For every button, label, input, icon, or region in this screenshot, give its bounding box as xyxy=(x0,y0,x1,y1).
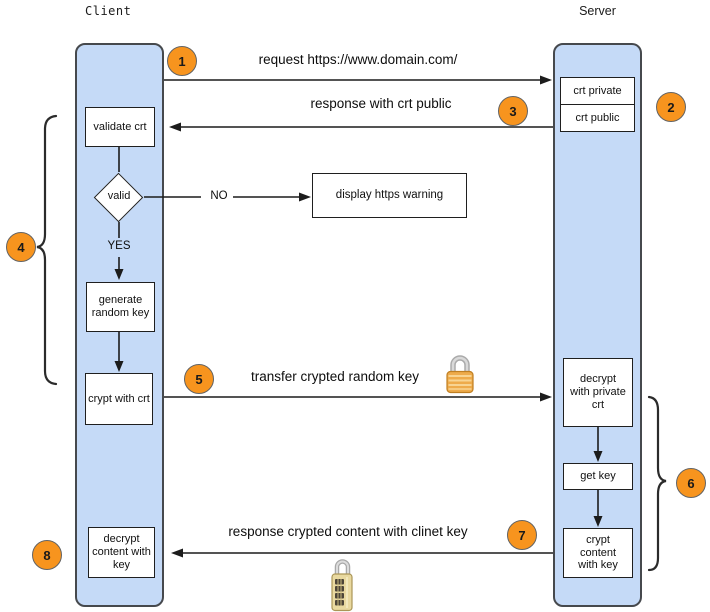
node-generate-random-key: generate random key xyxy=(86,282,155,332)
message-request: request https://www.domain.com/ xyxy=(258,52,458,67)
step-5-badge: 5 xyxy=(184,364,214,394)
node-crypt-content-with-key: crypt content with key xyxy=(563,528,633,578)
node-crypt-with-crt: crypt with crt xyxy=(85,373,153,425)
label-yes: YES xyxy=(107,240,131,252)
arrow-response-crt xyxy=(169,122,553,132)
combination-lock-icon xyxy=(331,559,353,612)
node-crt-pair: crt private crt public xyxy=(560,77,635,132)
client-steps-brace xyxy=(36,114,58,386)
message-transfer: transfer crypted random key xyxy=(250,369,420,384)
node-crt-private: crt private xyxy=(573,85,622,97)
arrow-request xyxy=(164,75,552,85)
client-lane-title: Client xyxy=(85,4,132,18)
step-4-badge: 4 xyxy=(6,232,36,262)
padlock-icon xyxy=(446,355,474,394)
arrow-response-content xyxy=(171,548,553,558)
message-response-content: response crypted content with clinet key xyxy=(228,524,468,539)
node-decrypt-with-private-crt: decrypt with private crt xyxy=(563,358,633,427)
step-1-badge: 1 xyxy=(167,46,197,76)
node-validate-crt: validate crt xyxy=(85,107,155,147)
step-7-badge: 7 xyxy=(507,520,537,550)
decision-valid-label: valid xyxy=(107,190,131,202)
server-steps-brace xyxy=(647,395,667,572)
step-2-badge: 2 xyxy=(656,92,686,122)
message-response-crt: response with crt public xyxy=(310,96,452,111)
node-get-key: get key xyxy=(563,463,633,490)
server-lane-title: Server xyxy=(579,4,616,18)
node-crt-public: crt public xyxy=(561,104,634,131)
step-6-badge: 6 xyxy=(676,468,706,498)
arrow-transfer xyxy=(164,392,552,402)
node-display-https-warning: display https warning xyxy=(312,173,467,218)
step-3-badge: 3 xyxy=(498,96,528,126)
step-8-badge: 8 xyxy=(32,540,62,570)
node-decrypt-content-with-key: decrypt content with key xyxy=(88,527,155,578)
label-no: NO xyxy=(210,190,228,202)
